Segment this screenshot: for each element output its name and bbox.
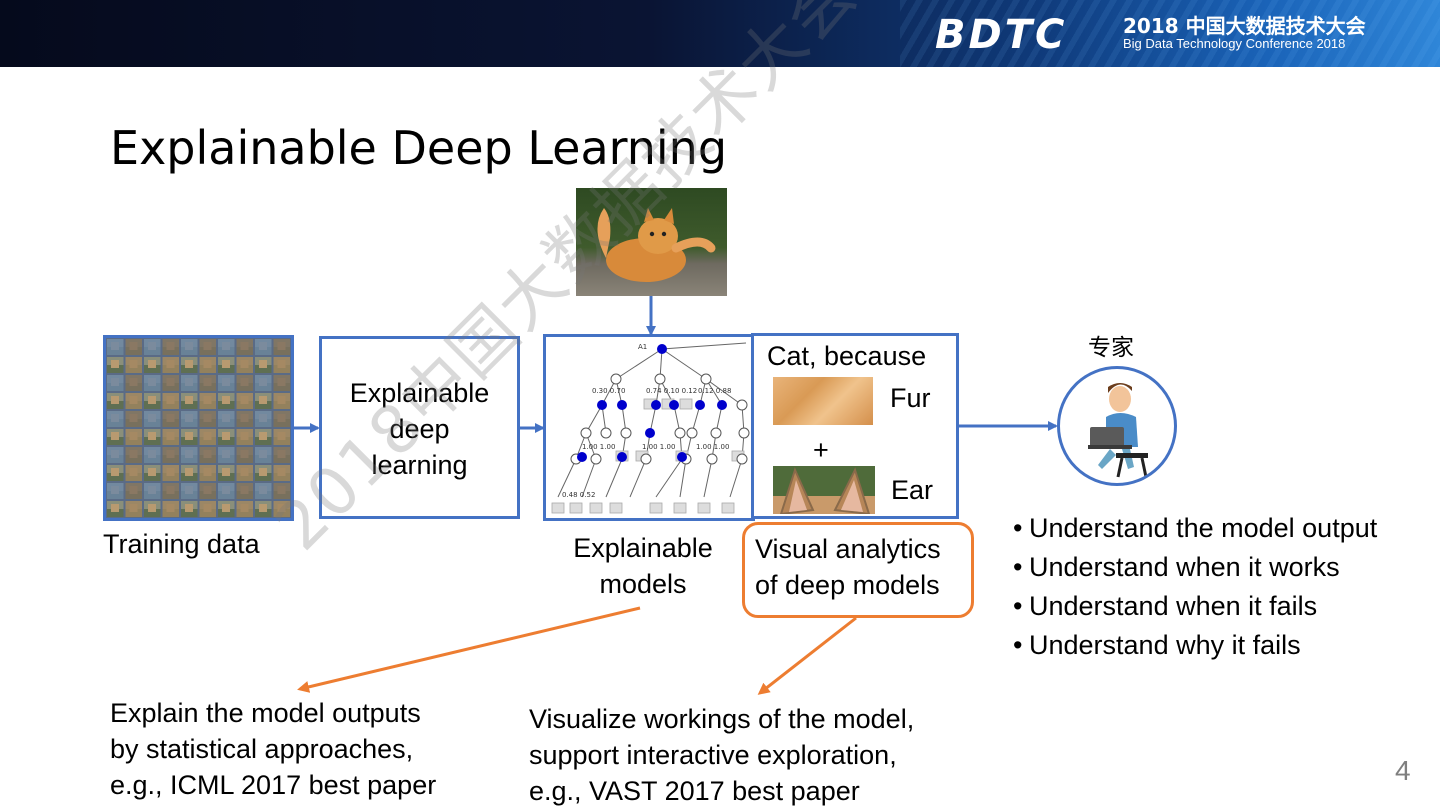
explainable-models-tree-image: A1 0.30 0.70 0.74 0.10 0.12 0.12 0.88 1.… — [543, 334, 755, 521]
svg-text:1.00 1.00: 1.00 1.00 — [696, 443, 729, 451]
bdtc-logo: BDTC — [935, 12, 1068, 58]
va-line-1: Visual analytics — [755, 534, 941, 564]
slide-title: Explainable Deep Learning — [110, 121, 728, 175]
svg-text:A1: A1 — [638, 343, 647, 351]
model-output-box: Cat, because Fur + Ear — [751, 333, 959, 519]
ear-patch-image — [773, 466, 875, 514]
conference-title-en: Big Data Technology Conference 2018 — [1123, 36, 1346, 51]
svg-text:0.30 0.70: 0.30 0.70 — [592, 387, 625, 395]
decision-tree-graphic: A1 0.30 0.70 0.74 0.10 0.12 0.12 0.88 1.… — [551, 342, 750, 514]
training-data-image — [103, 335, 294, 521]
right-note-line-2: support interactive exploration, — [529, 740, 897, 770]
output-heading: Cat, because — [767, 341, 927, 371]
fur-label: Fur — [890, 383, 931, 413]
conference-title-cn: 2018 中国大数据技术大会 — [1123, 14, 1366, 38]
bullet-item: •Understand when it fails — [1013, 591, 1318, 621]
svg-text:1.00 1.00: 1.00 1.00 — [642, 443, 675, 451]
ear-label: Ear — [891, 475, 934, 505]
plus-sign: + — [813, 435, 829, 465]
left-note-line-3: e.g., ICML 2017 best paper — [110, 770, 437, 800]
edl-line-2: deep — [389, 414, 450, 444]
edl-line-3: learning — [371, 450, 468, 480]
bullet-item: •Understand why it fails — [1013, 630, 1301, 660]
va-line-2: of deep models — [755, 570, 940, 600]
arrow-models-to-note — [297, 606, 641, 693]
cat-illustration — [597, 208, 716, 282]
svg-text:1.00 1.00: 1.00 1.00 — [582, 443, 615, 451]
training-thumbnails — [106, 338, 291, 518]
svg-text:0.12 0.88: 0.12 0.88 — [698, 387, 731, 395]
edl-line-1: Explainable — [349, 378, 490, 408]
expert-label: 专家 — [1088, 335, 1134, 361]
banner-pattern — [900, 0, 1440, 67]
cat-photo — [576, 188, 727, 296]
svg-text:0.74 0.10 0.12: 0.74 0.10 0.12 — [646, 387, 697, 395]
expert-person-icon — [1088, 383, 1148, 478]
ear-illustration — [773, 467, 875, 514]
left-note-line-2: by statistical approaches, — [110, 734, 414, 764]
right-note-line-1: Visualize workings of the model, — [529, 704, 915, 734]
bullet-item: •Understand the model output — [1013, 513, 1378, 543]
expert-avatar — [1057, 366, 1177, 486]
models-label-line-2: models — [599, 569, 687, 599]
fur-patch-image — [773, 377, 873, 425]
right-note-line-3: e.g., VAST 2017 best paper — [529, 776, 860, 806]
svg-text:0.48 0.52: 0.48 0.52 — [562, 491, 595, 499]
bullet-item: •Understand when it works — [1013, 552, 1340, 582]
training-data-label: Training data — [103, 529, 260, 559]
left-note-line-1: Explain the model outputs — [110, 698, 421, 728]
visual-analytics-box: Visual analytics of deep models — [742, 522, 974, 618]
page-number: 4 — [1395, 755, 1411, 786]
explainable-deep-learning-box: Explainable deep learning — [319, 336, 520, 519]
models-label-line-1: Explainable — [573, 533, 713, 563]
header-banner — [0, 0, 1440, 67]
arrow-va-to-note — [757, 616, 857, 695]
